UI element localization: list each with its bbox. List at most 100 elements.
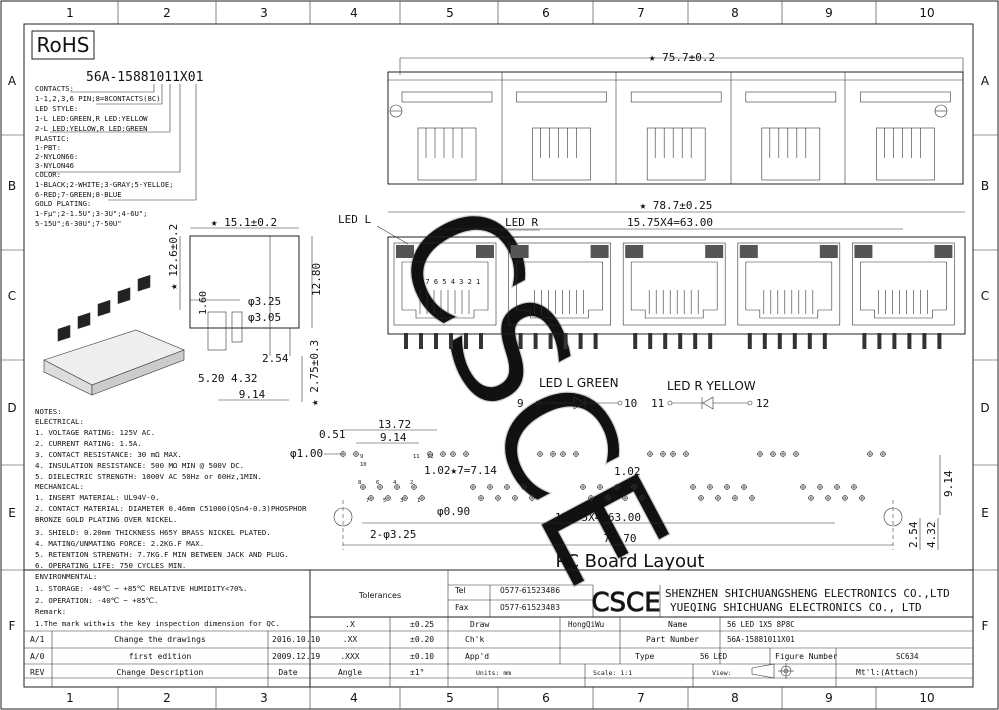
- dim-pcb-d100: φ1.00: [290, 447, 323, 460]
- front-pin: [877, 333, 882, 349]
- draw-value: HongQiWu: [568, 620, 604, 629]
- front-pin: [563, 333, 568, 349]
- dim-pcb-254v: 2.54: [907, 521, 920, 548]
- fax-label: Fax: [455, 603, 469, 612]
- rev-a1: A/1: [30, 635, 45, 644]
- led-pin-12: 12: [756, 397, 769, 410]
- type-label: Type: [635, 652, 654, 661]
- col-label-bottom: 1: [66, 691, 74, 705]
- rohs-badge: [31, 30, 95, 60]
- dim-pcb-432v: 4.32: [925, 522, 938, 549]
- note-line: 5. DIELECTRIC STRENGTH: 1000V AC 50Hz or…: [35, 472, 262, 481]
- dim-pcb-914: 9.14: [380, 431, 407, 444]
- row-label-right: E: [981, 506, 989, 520]
- legend-line: 6-RED;7-GREEN;8-BLUE: [35, 190, 122, 199]
- legend-line: COLOR:: [35, 170, 61, 179]
- led-window: [590, 245, 609, 258]
- dim-side-d2: φ3.05: [248, 311, 281, 324]
- pcb-pin-label: 3: [400, 498, 403, 504]
- dim-side-254: 2.54: [262, 352, 289, 365]
- front-pin: [593, 333, 598, 349]
- rev-a1-desc: Change the drawings: [114, 635, 206, 644]
- pcb-pin-label: 12: [427, 454, 434, 460]
- rev-a0: A/0: [30, 652, 45, 661]
- rj45-opening: [630, 261, 718, 319]
- note-line: 2. CONTACT MATERIAL: DIAMETER 0.46mm C51…: [35, 504, 307, 513]
- front-pin: [747, 333, 752, 349]
- front-port-frame: [508, 242, 611, 326]
- iso-port: [97, 299, 111, 317]
- front-pin: [434, 333, 438, 349]
- dim-pcb-102: 1.02: [614, 465, 641, 478]
- name-label: Name: [668, 620, 687, 629]
- pin-numbers: 8 7 6 5 4 3 2 1: [417, 278, 480, 286]
- pcb-pin-label: 6: [376, 480, 379, 486]
- rev-header: REV: [30, 668, 45, 677]
- led-window: [625, 245, 644, 258]
- led-window: [934, 245, 953, 258]
- col-label-top: 7: [637, 6, 645, 20]
- note-line: MECHANICAL:: [35, 482, 84, 491]
- row-label-left: F: [9, 619, 16, 633]
- col-label-top: 9: [825, 6, 833, 20]
- front-pin: [937, 333, 942, 349]
- part-label: Part Number: [646, 635, 699, 644]
- led-window: [396, 245, 414, 258]
- row-label-left: D: [7, 401, 16, 415]
- rev-a1-date: 2016.10.10: [272, 635, 320, 644]
- iso-port: [137, 274, 151, 292]
- legend-line: 5-15U";6-30U";7-50U": [35, 219, 122, 228]
- tel-value: 0577-61523486: [500, 586, 560, 595]
- tol-xxx-val: ±0.10: [410, 652, 434, 661]
- row-label-left: A: [8, 74, 17, 88]
- front-port-frame: [737, 242, 841, 326]
- dim-side-914: 9.14: [239, 388, 266, 401]
- tol-xx-val: ±0.20: [410, 635, 434, 644]
- iso-port: [77, 312, 91, 330]
- legend-line: 1-1,2,3,6 PIN;8=8CONTACTS(8C): [35, 94, 161, 103]
- row-label-left: B: [8, 179, 16, 193]
- col-label-top: 3: [260, 6, 268, 20]
- front-port-frame: [393, 242, 497, 326]
- dim-front-width: ★ 78.7±0.25: [640, 199, 713, 212]
- col-label-bottom: 8: [731, 691, 739, 705]
- units-label: Units: mm: [476, 669, 511, 677]
- tol-x: .X: [345, 620, 355, 629]
- pcb-pin-label: 4: [393, 480, 397, 486]
- iso-port: [57, 324, 71, 342]
- top-port-latch: [630, 91, 722, 103]
- front-pin: [419, 333, 423, 349]
- col-label-bottom: 9: [825, 691, 833, 705]
- side-view: ★ 15.1±0.2 ★ 12.6±0.2 12.80 1.60 φ3.25 φ…: [167, 216, 323, 406]
- front-pin: [633, 333, 638, 349]
- legend-line: 1-PBT:: [35, 143, 61, 152]
- fax-value: 0577-61523483: [500, 603, 560, 612]
- fig-value: SC634: [896, 652, 919, 661]
- top-port-latch: [745, 91, 837, 103]
- led-r-label: LED R: [505, 216, 538, 229]
- part-value: 56A-15881011X01: [727, 635, 795, 644]
- front-pin: [907, 333, 912, 349]
- grid-labels: 1 2 3 4 5 6 7 8 9 10 1 2 3 4 5 6 7 8 9 1…: [7, 6, 990, 705]
- led-window: [510, 245, 529, 258]
- front-pin: [449, 333, 453, 349]
- front-pin: [533, 333, 538, 349]
- front-pin: [464, 333, 468, 349]
- note-line: Remark:: [35, 607, 66, 616]
- tol-xx: .XX: [343, 635, 358, 644]
- rohs-label: RoHS: [37, 33, 90, 57]
- front-pin: [708, 333, 713, 349]
- company-yq: YUEQING SHICHUANG ELECTRONICS CO., LTD: [670, 601, 922, 614]
- front-pin: [922, 333, 927, 349]
- rj45-opening: [401, 261, 489, 319]
- view-label: View:: [712, 669, 732, 677]
- note-line: NOTES:: [35, 407, 62, 416]
- pcb-pin-label: 5: [383, 498, 386, 504]
- tol-angle: Angle: [338, 668, 362, 677]
- led-pin-11: 11: [651, 397, 664, 410]
- rev-header-date: Date: [278, 668, 297, 677]
- pcb-layout: 0.51 13.72 9.14 φ1.00 1.02★7=7.14 1.02 φ…: [290, 418, 955, 572]
- top-port-latch: [401, 91, 493, 103]
